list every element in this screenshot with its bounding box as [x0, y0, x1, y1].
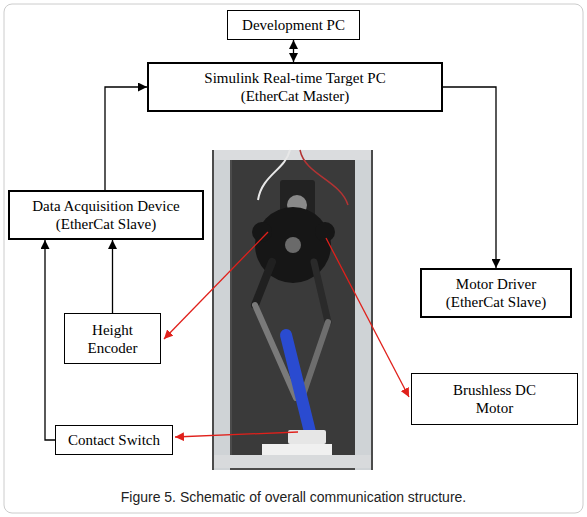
box-label: Simulink Real-time Target PC	[204, 69, 385, 87]
connector-arrow	[293, 40, 294, 62]
robot-photo	[212, 150, 373, 470]
box-label: Brushless DC Motor	[445, 381, 545, 417]
box-label: Motor Driver	[456, 275, 536, 293]
daq-box: Data Acquisition Device(EtherCat Slave)	[8, 190, 204, 240]
connector-arrow	[112, 240, 113, 313]
box-label: Development PC	[242, 16, 345, 34]
leader-line	[175, 432, 298, 437]
leader-line	[326, 238, 409, 397]
encoder-box: Height Encoder	[64, 313, 161, 364]
box-label: Height Encoder	[69, 321, 156, 357]
box-label: (EtherCat Master)	[241, 87, 350, 105]
connector-arrow	[105, 87, 147, 190]
connector-arrow	[45, 240, 55, 440]
connector-arrow	[443, 87, 496, 268]
host-pc-box: Development PC	[227, 10, 360, 40]
figure-caption: Figure 5. Schematic of overall communica…	[0, 489, 587, 505]
box-label: Data Acquisition Device	[32, 197, 179, 215]
figure-frame	[4, 4, 583, 513]
red-leader-arrows	[164, 232, 409, 437]
target-pc-box: Simulink Real-time Target PC(EtherCat Ma…	[147, 62, 443, 112]
leader-line	[164, 232, 268, 339]
motor-driver-box: Motor Driver(EtherCat Slave)	[420, 268, 572, 318]
box-label: Contact Switch	[68, 431, 160, 449]
box-label: (EtherCat Slave)	[446, 293, 546, 311]
box-label: (EtherCat Slave)	[56, 215, 156, 233]
switch-box: Contact Switch	[55, 425, 173, 455]
motor-box: Brushless DC Motor	[411, 373, 578, 425]
